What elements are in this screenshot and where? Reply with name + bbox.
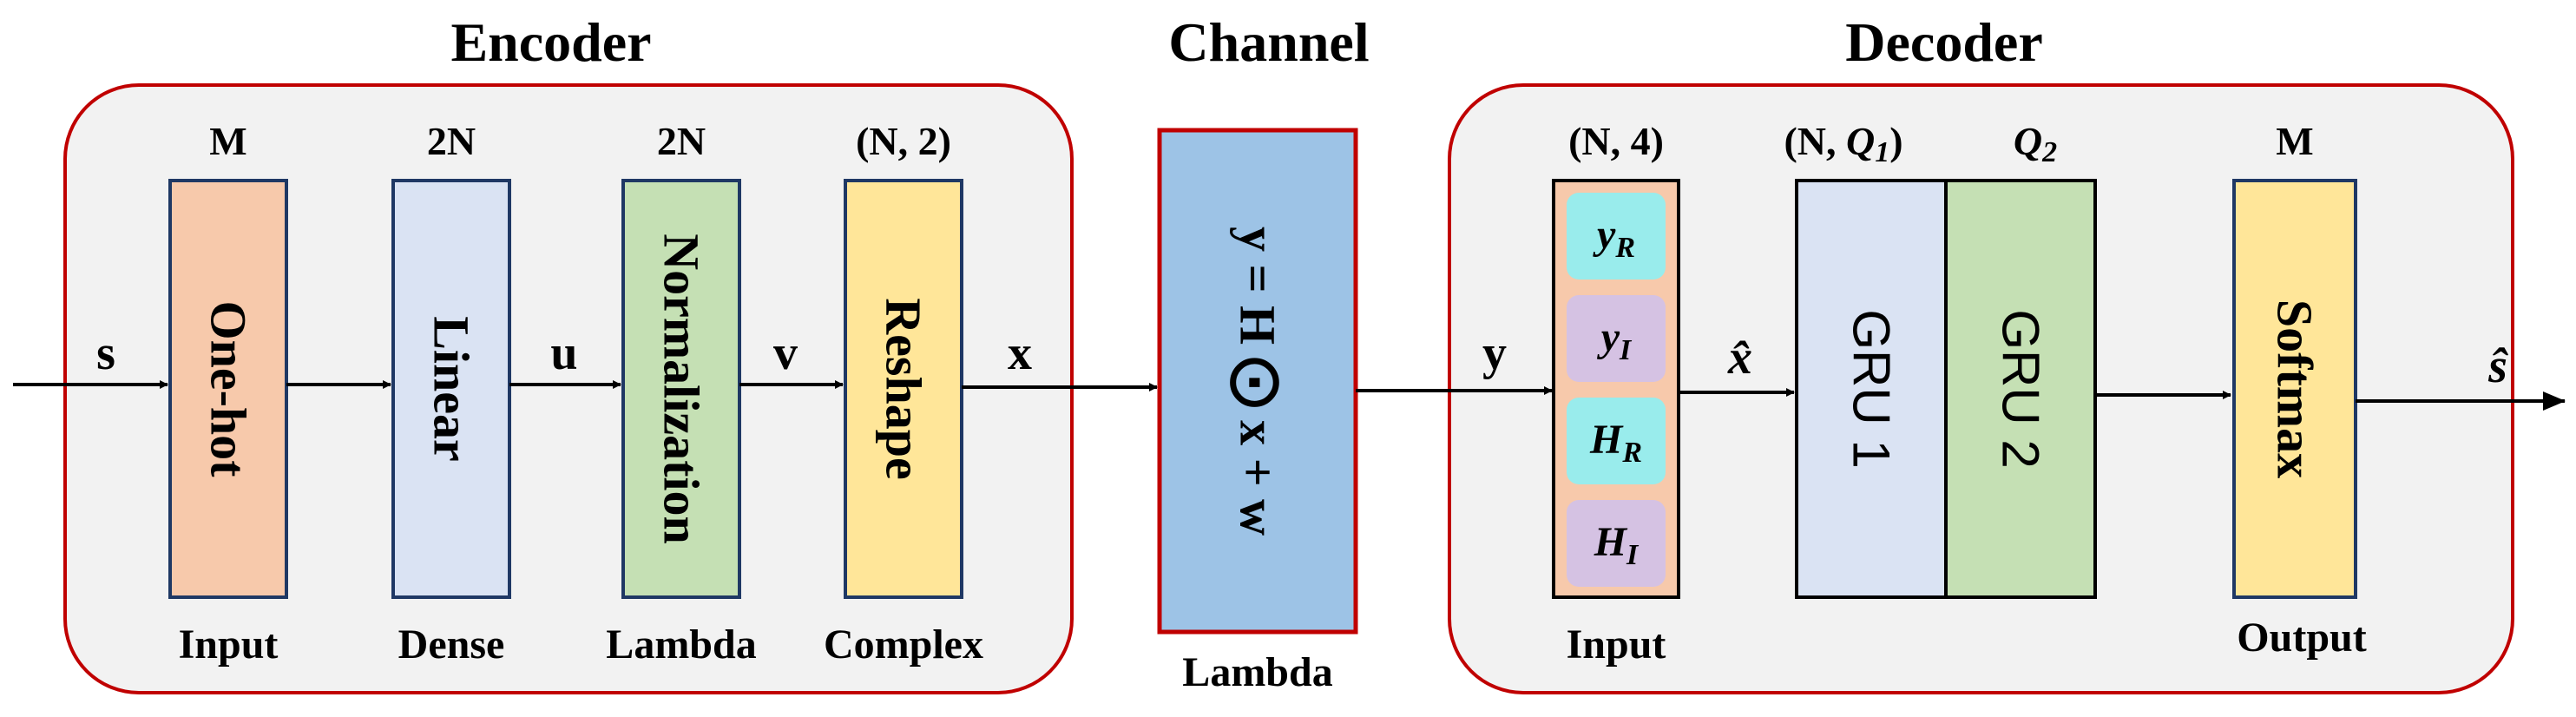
signal-s: s	[96, 326, 115, 380]
reshape-box	[844, 179, 963, 599]
decoder-input-caption: Input	[1567, 622, 1666, 668]
onehot-box	[168, 179, 288, 599]
gru2-block: Q2 GRU 2	[1944, 119, 2097, 599]
input-item-hi	[1567, 500, 1666, 587]
channel-caption: Lambda	[1182, 649, 1332, 695]
encoder-block-onehot: M One-hot Input	[168, 119, 288, 668]
encoder-block-normalization: 2N Normalization Lambda	[606, 119, 756, 668]
decoder-input-block: (N, 4) yR yI HR HI Input	[1552, 119, 1680, 668]
gru2-box	[1944, 179, 2097, 599]
linear-label: Linear	[424, 316, 480, 462]
signal-xhat: x̂	[1727, 331, 1752, 385]
gru2-dim: Q2	[2014, 119, 2057, 168]
channel-box	[1157, 128, 1358, 635]
encoder-title: Encoder	[450, 11, 651, 73]
softmax-box	[2232, 179, 2357, 599]
channel-block: y = H ⨀ x + w Lambda	[1157, 128, 1358, 695]
softmax-dim: M	[2276, 119, 2313, 163]
input-item-hi-label: HI	[1594, 519, 1640, 571]
input-item-yr-label: yR	[1593, 212, 1635, 264]
channel-equation: y = H ⨀ x + w	[1230, 227, 1286, 536]
signal-y: y	[1482, 326, 1507, 380]
normalization-box	[621, 179, 741, 599]
signal-v: v	[773, 326, 798, 380]
input-item-hr-label: HR	[1589, 417, 1642, 469]
channel-title: Channel	[1168, 11, 1369, 73]
signal-x: x	[1008, 326, 1032, 380]
reshape-label: Reshape	[876, 298, 932, 479]
linear-dim: 2N	[427, 119, 476, 163]
encoder-block-reshape: (N, 2) Reshape Complex	[824, 119, 983, 668]
gru1-box	[1795, 179, 1948, 599]
onehot-label: One-hot	[200, 301, 257, 478]
input-item-yi	[1567, 295, 1666, 382]
input-item-yr	[1567, 193, 1666, 280]
input-item-hr	[1567, 398, 1666, 484]
encoder-block-linear: 2N Linear Dense	[391, 119, 511, 668]
softmax-label: Softmax	[2267, 299, 2323, 478]
onehot-caption: Input	[179, 622, 279, 668]
gru1-block: (N, Q1) GRU 1	[1784, 119, 1948, 599]
gru1-label: GRU 1	[1843, 309, 1901, 468]
decoder-input-dim: (N, 4)	[1568, 119, 1664, 163]
reshape-caption: Complex	[824, 622, 983, 668]
normalization-caption: Lambda	[606, 622, 756, 668]
normalization-dim: 2N	[657, 119, 706, 163]
softmax-caption: Output	[2237, 615, 2366, 661]
softmax-block: M Softmax Output	[2232, 119, 2367, 661]
signal-shat: ŝ	[2487, 339, 2508, 393]
gru2-label: GRU 2	[1992, 309, 2050, 468]
decoder-title: Decoder	[1845, 11, 2042, 73]
gru1-dim: (N, Q1)	[1784, 119, 1902, 168]
onehot-dim: M	[209, 119, 246, 163]
signal-u: u	[550, 326, 577, 380]
linear-box	[391, 179, 511, 599]
input-item-yi-label: yI	[1597, 314, 1633, 366]
linear-caption: Dense	[398, 622, 505, 668]
normalization-label: Normalization	[654, 234, 710, 544]
reshape-dim: (N, 2)	[856, 119, 951, 163]
